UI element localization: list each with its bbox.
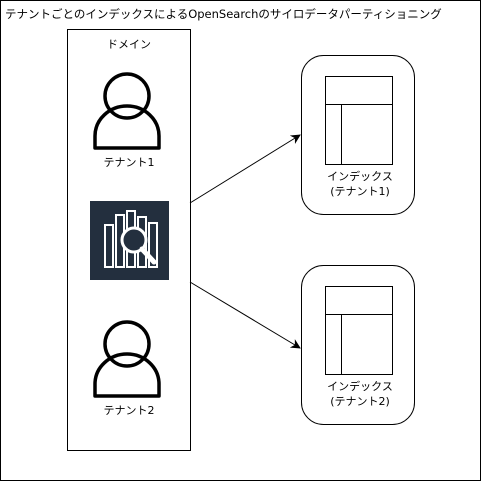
tenant-label: テナント1 xyxy=(104,156,155,169)
arrow-to-index-1 xyxy=(189,134,301,204)
domain-label: ドメイン xyxy=(107,38,151,51)
domain-box xyxy=(67,29,191,451)
table-icon xyxy=(325,286,393,375)
opensearch-icon xyxy=(90,201,169,280)
table-icon xyxy=(325,76,393,165)
arrow-to-index-2 xyxy=(189,281,301,349)
index-box xyxy=(301,265,415,425)
index-box xyxy=(301,55,415,215)
index-label: インデックス xyxy=(327,379,393,393)
index-tenant-label: (テナント2) xyxy=(330,395,390,408)
user-icon xyxy=(93,320,161,398)
user-icon xyxy=(93,72,161,150)
index-tenant-label: (テナント1) xyxy=(330,185,390,198)
diagram-title: テナントごとのインデックスによるOpenSearchのサイロデータパーティショニ… xyxy=(5,7,442,21)
tenant-label: テナント2 xyxy=(104,404,155,417)
index-label: インデックス xyxy=(327,169,393,183)
